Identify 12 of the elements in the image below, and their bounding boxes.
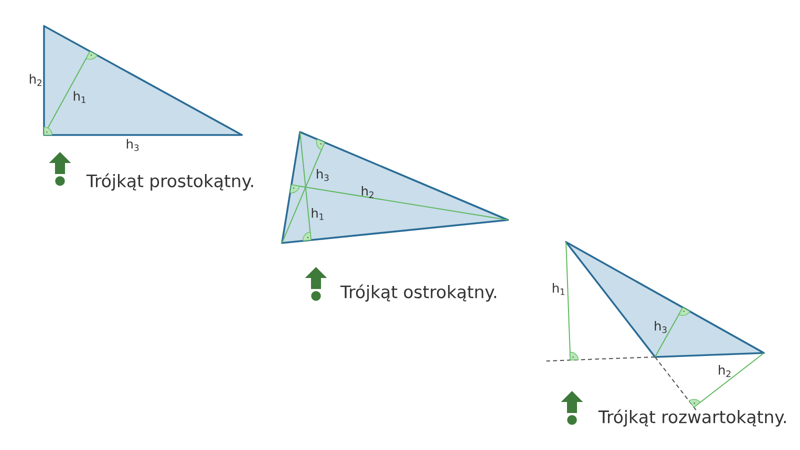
altitude-label: h$_{1}$ — [552, 283, 564, 295]
altitude-label: h$_{2}$ — [30, 74, 42, 86]
caption: Trójkąt rozwartokątny. — [598, 409, 786, 427]
altitude-label: h$_{2}$ — [362, 186, 374, 198]
altitude-label: h$_{3}$ — [126, 138, 139, 152]
altitude-label: h$_{1}$ — [74, 91, 86, 103]
caption: Trójkąt ostrokątny. — [340, 284, 496, 302]
altitude-label: h$_{2}$ — [718, 365, 730, 377]
caption: Trójkąt prostokątny. — [86, 173, 253, 191]
altitude-label: h$_{1}$ — [312, 208, 324, 220]
altitude-label: h$_{3}$ — [654, 320, 667, 334]
altitude-label: h$_{3}$ — [316, 168, 329, 182]
